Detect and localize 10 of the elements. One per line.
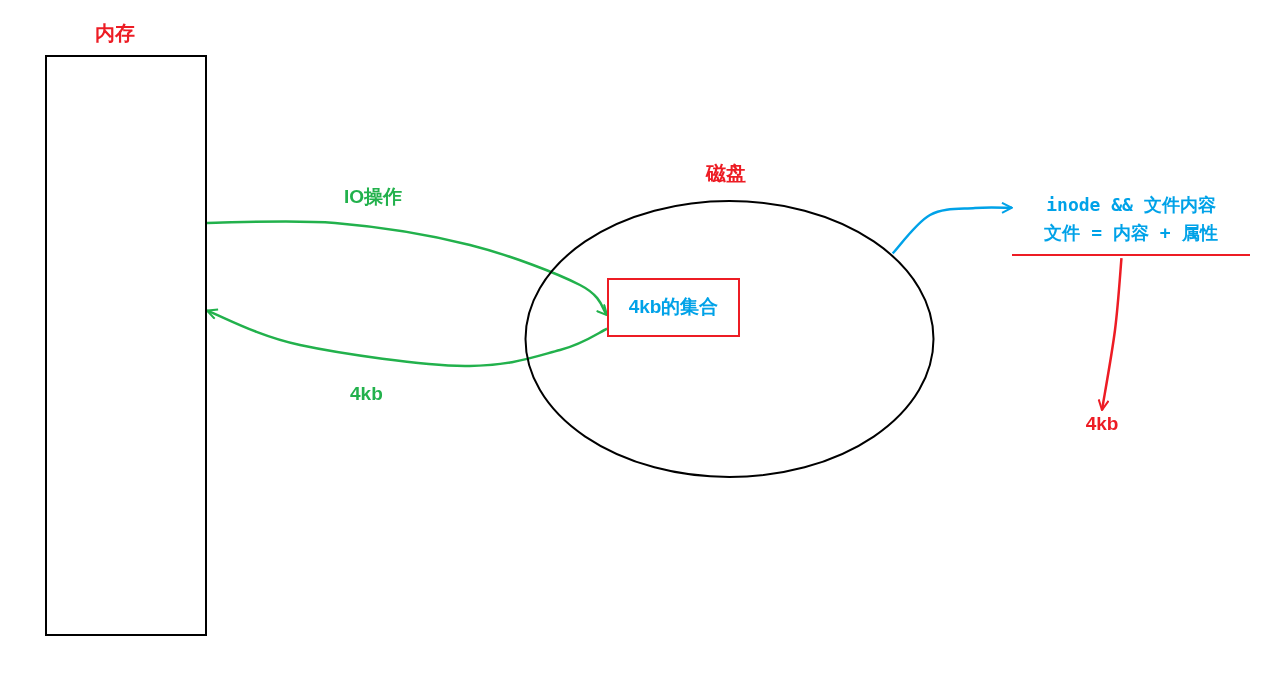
heading-label: 内存: [95, 21, 135, 46]
heading-label: 磁盘: [706, 161, 746, 186]
arrow: [891, 201, 1013, 255]
note-line: 文件 = 内容 + 属性: [1044, 221, 1218, 245]
block-box: 4kb的集合: [607, 278, 740, 337]
size-label: 4kb: [1078, 410, 1126, 438]
note-line: inode && 文件内容: [1046, 193, 1216, 217]
arrow: [1097, 258, 1123, 411]
arrow: [206, 308, 608, 368]
arrow: [207, 220, 609, 317]
